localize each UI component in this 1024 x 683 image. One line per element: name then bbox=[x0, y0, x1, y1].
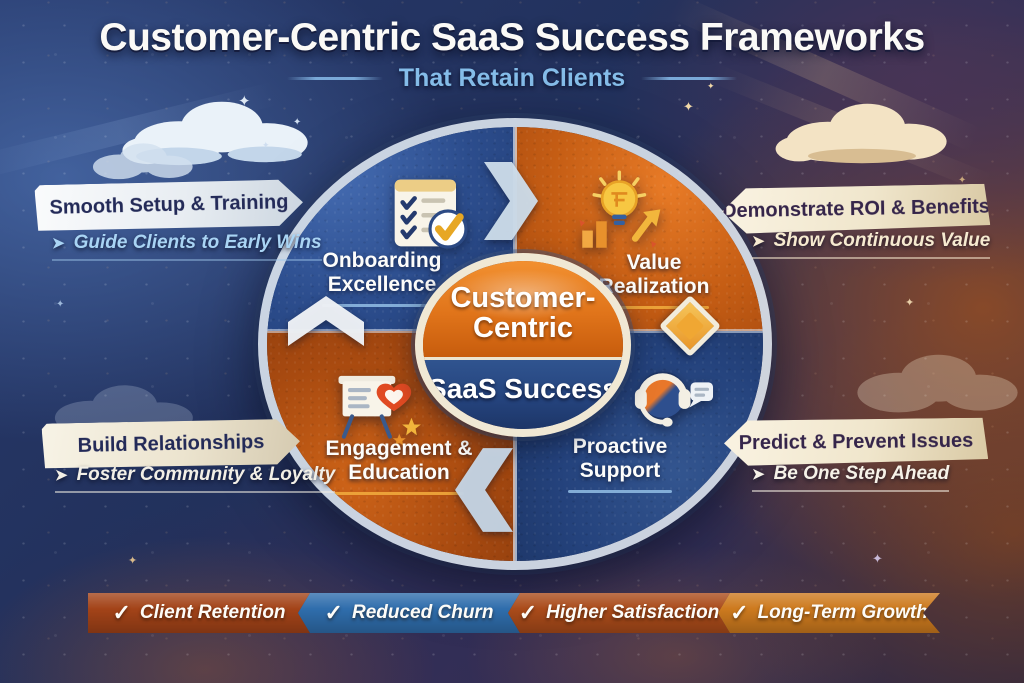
subtitle-dash-right bbox=[641, 77, 738, 80]
sparkle-icon: ✦ bbox=[238, 93, 251, 110]
quadrant-label-engagement: Engagement & Education bbox=[299, 437, 499, 496]
banner-item-client-retention: ✓ Client Retention bbox=[88, 593, 310, 633]
quadrant-label-onboarding: Onboarding Excellence bbox=[287, 249, 477, 308]
page-subtitle: That Retain Clients bbox=[398, 64, 626, 92]
callout-predict-prevent-subtitle: ➤ Be One Step Ahead bbox=[752, 463, 950, 492]
callout-title: Demonstrate ROI & Benefits bbox=[721, 195, 991, 222]
callout-smooth-setup: Smooth Setup & Training bbox=[34, 179, 303, 233]
medallion-bottom-half bbox=[423, 356, 623, 429]
check-icon: ✓ bbox=[518, 600, 538, 625]
benefits-banner: ✓ Client Retention ✓ Reduced Churn ✓ Hig… bbox=[88, 593, 940, 633]
light-ray bbox=[0, 81, 279, 183]
flow-arrow-top-icon bbox=[484, 162, 538, 240]
callout-build-relationships: Build Relationships bbox=[42, 418, 301, 469]
subtitle-dash-left bbox=[286, 77, 383, 80]
banner-item-higher-satisfaction: ✓ Higher Satisfaction bbox=[508, 593, 730, 633]
callout-demonstrate-roi-subtitle: ➤ Show Continuous Value bbox=[752, 230, 991, 259]
flow-arrow-left-icon bbox=[288, 296, 364, 346]
cloud bbox=[857, 354, 1018, 413]
callout-demonstrate-roi: Demonstrate ROI & Benefits bbox=[722, 184, 991, 235]
arrow-icon: ➤ bbox=[52, 235, 65, 252]
medallion-top-half bbox=[423, 261, 623, 357]
callout-title: Smooth Setup & Training bbox=[49, 191, 289, 219]
check-icon: ✓ bbox=[112, 600, 131, 625]
label-underline bbox=[599, 306, 709, 310]
label-underline bbox=[322, 304, 442, 308]
headset-support-icon bbox=[634, 371, 714, 427]
quadrant-label-support: Proactive Support bbox=[545, 435, 695, 494]
callout-title: Build Relationships bbox=[77, 430, 265, 457]
presentation-heart-icon bbox=[338, 375, 421, 446]
arrow-icon: ➤ bbox=[752, 466, 765, 483]
checklist-icon bbox=[394, 179, 468, 249]
sparkle-icon: ✦ bbox=[683, 99, 694, 114]
sparkle-icon: ✦ bbox=[905, 297, 915, 309]
medallion-title: Customer- Centric bbox=[450, 282, 596, 345]
sparkle-icon: ✦ bbox=[56, 299, 65, 310]
quadrant-label-value: Value Realization bbox=[569, 251, 739, 310]
label-underline bbox=[334, 492, 464, 496]
callout-predict-prevent: Predict & Prevent Issues bbox=[724, 418, 988, 467]
sparkle-icon: ✦ bbox=[128, 555, 138, 567]
check-icon: ✓ bbox=[730, 600, 749, 625]
cloud bbox=[92, 143, 193, 180]
page-subtitle-row: That Retain Clients bbox=[0, 64, 1024, 93]
framework-wheel: ★ Onboarding Excellence Value Realizatio… bbox=[258, 118, 772, 570]
arrow-icon: ➤ bbox=[752, 233, 765, 250]
medallion-subtitle: SaaS Success bbox=[428, 373, 618, 404]
banner-item-long-term-growth: ✓ Long-Term Growth bbox=[718, 593, 940, 633]
sparkle-icon: ✦ bbox=[872, 551, 883, 566]
banner-item-reduced-churn: ✓ Reduced Churn bbox=[298, 593, 520, 633]
check-icon: ✓ bbox=[324, 600, 343, 625]
page-title: Customer-Centric SaaS Success Frameworks bbox=[99, 16, 925, 59]
flow-arrow-bottom-icon bbox=[455, 448, 513, 532]
lightbulb-growth-icon bbox=[579, 170, 661, 248]
callout-smooth-setup-subtitle: ➤ Guide Clients to Early Wins bbox=[52, 232, 322, 261]
arrow-icon: ➤ bbox=[55, 467, 68, 484]
callout-build-relationships-subtitle: ➤ Foster Community & Loyalty bbox=[55, 464, 336, 493]
cloud bbox=[775, 103, 947, 164]
label-underline bbox=[568, 490, 672, 494]
medallion-gloss bbox=[451, 269, 595, 320]
callout-title: Predict & Prevent Issues bbox=[738, 429, 974, 454]
center-medallion: Customer- Centric SaaS Success bbox=[415, 253, 631, 437]
